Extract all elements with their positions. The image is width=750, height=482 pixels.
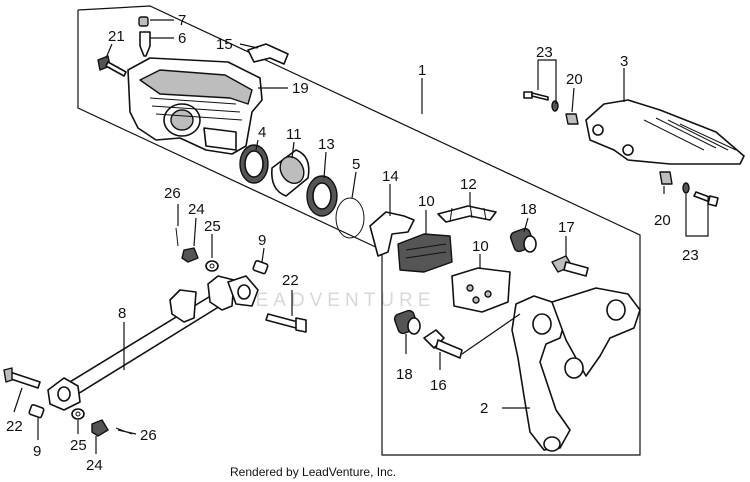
callout-25-lower: 25 (70, 437, 87, 454)
bolt-23b (693, 191, 719, 207)
callout-20-top: 20 (566, 71, 583, 88)
callout-10-upper: 10 (418, 193, 435, 210)
callout-22-lower: 22 (6, 418, 23, 435)
callout-22-upper: 22 (282, 272, 299, 289)
callout-24-upper: 24 (188, 201, 205, 218)
callout-20-right: 20 (654, 212, 671, 229)
callout-23-right: 23 (682, 247, 699, 264)
brake-pad-10a (397, 233, 453, 273)
mounting-bolt-21 (97, 55, 127, 77)
collar-9b (28, 404, 45, 419)
callout-26-upper: 26 (164, 185, 181, 202)
pad-shim-14 (369, 211, 415, 257)
bleeder-cap-7 (138, 16, 149, 27)
washer-23b (682, 182, 690, 194)
callout-16: 16 (430, 377, 447, 394)
slide-pin-18b (393, 309, 421, 335)
callout-14: 14 (382, 168, 399, 185)
bolt-23a (523, 91, 549, 101)
callout-18-upper: 18 (520, 201, 537, 218)
callout-6: 6 (178, 30, 186, 47)
washer-23a (551, 100, 559, 112)
washer-25b (71, 408, 85, 420)
piston-11 (270, 149, 310, 197)
caliper-body (127, 57, 263, 155)
callout-4: 4 (258, 124, 266, 141)
leader-lines (13, 19, 709, 454)
caliper-cover-3 (585, 99, 745, 165)
callout-12: 12 (460, 176, 477, 193)
callout-9-lower: 9 (33, 443, 41, 460)
callout-15: 15 (216, 36, 233, 53)
callout-17: 17 (558, 219, 575, 236)
callout-3: 3 (620, 53, 628, 70)
callout-21: 21 (108, 28, 125, 45)
slide-pin-18a (509, 227, 537, 253)
nut-20a (565, 113, 579, 125)
watermark-text: LEADVENTURE (240, 290, 435, 311)
callout-9-upper: 9 (258, 232, 266, 249)
nut-24b (91, 419, 109, 437)
washer-25a (205, 260, 219, 272)
callout-1: 1 (418, 62, 426, 79)
pad-retainer-15 (247, 43, 289, 65)
callout-7: 7 (178, 12, 186, 29)
callout-10-lower: 10 (472, 238, 489, 255)
callout-18-lower: 18 (396, 366, 413, 383)
cotter-pin-26a (175, 227, 179, 247)
piston-seal-5 (335, 197, 365, 239)
callout-5: 5 (352, 156, 360, 173)
assembly-outline (77, 5, 641, 456)
callout-26-lower: 26 (140, 427, 157, 444)
nut-20b (659, 171, 673, 185)
dust-seal-13 (306, 175, 338, 217)
bolt-22b (3, 367, 41, 389)
caliper-bracket-2 (511, 287, 641, 452)
pivot-bolt-17 (551, 255, 589, 277)
callout-23-top: 23 (536, 44, 553, 61)
bleeder-valve-6 (139, 31, 151, 57)
render-credit: Rendered by LeadVenture, Inc. (230, 465, 396, 479)
piston-boot-4 (239, 144, 269, 184)
nut-24a (181, 247, 199, 263)
callout-2: 2 (480, 400, 488, 417)
slide-pin-16 (423, 329, 463, 359)
bolt-22a (265, 313, 307, 333)
callout-24-lower: 24 (86, 457, 103, 474)
collar-9a (252, 260, 269, 275)
brake-pad-10b (451, 267, 511, 313)
torque-rod-8 (47, 275, 259, 411)
callout-8: 8 (118, 305, 126, 322)
callout-13: 13 (318, 136, 335, 153)
callout-19: 19 (292, 80, 309, 97)
callout-25-upper: 25 (204, 218, 221, 235)
callout-11: 11 (286, 126, 302, 143)
pad-spring-12 (437, 203, 497, 223)
